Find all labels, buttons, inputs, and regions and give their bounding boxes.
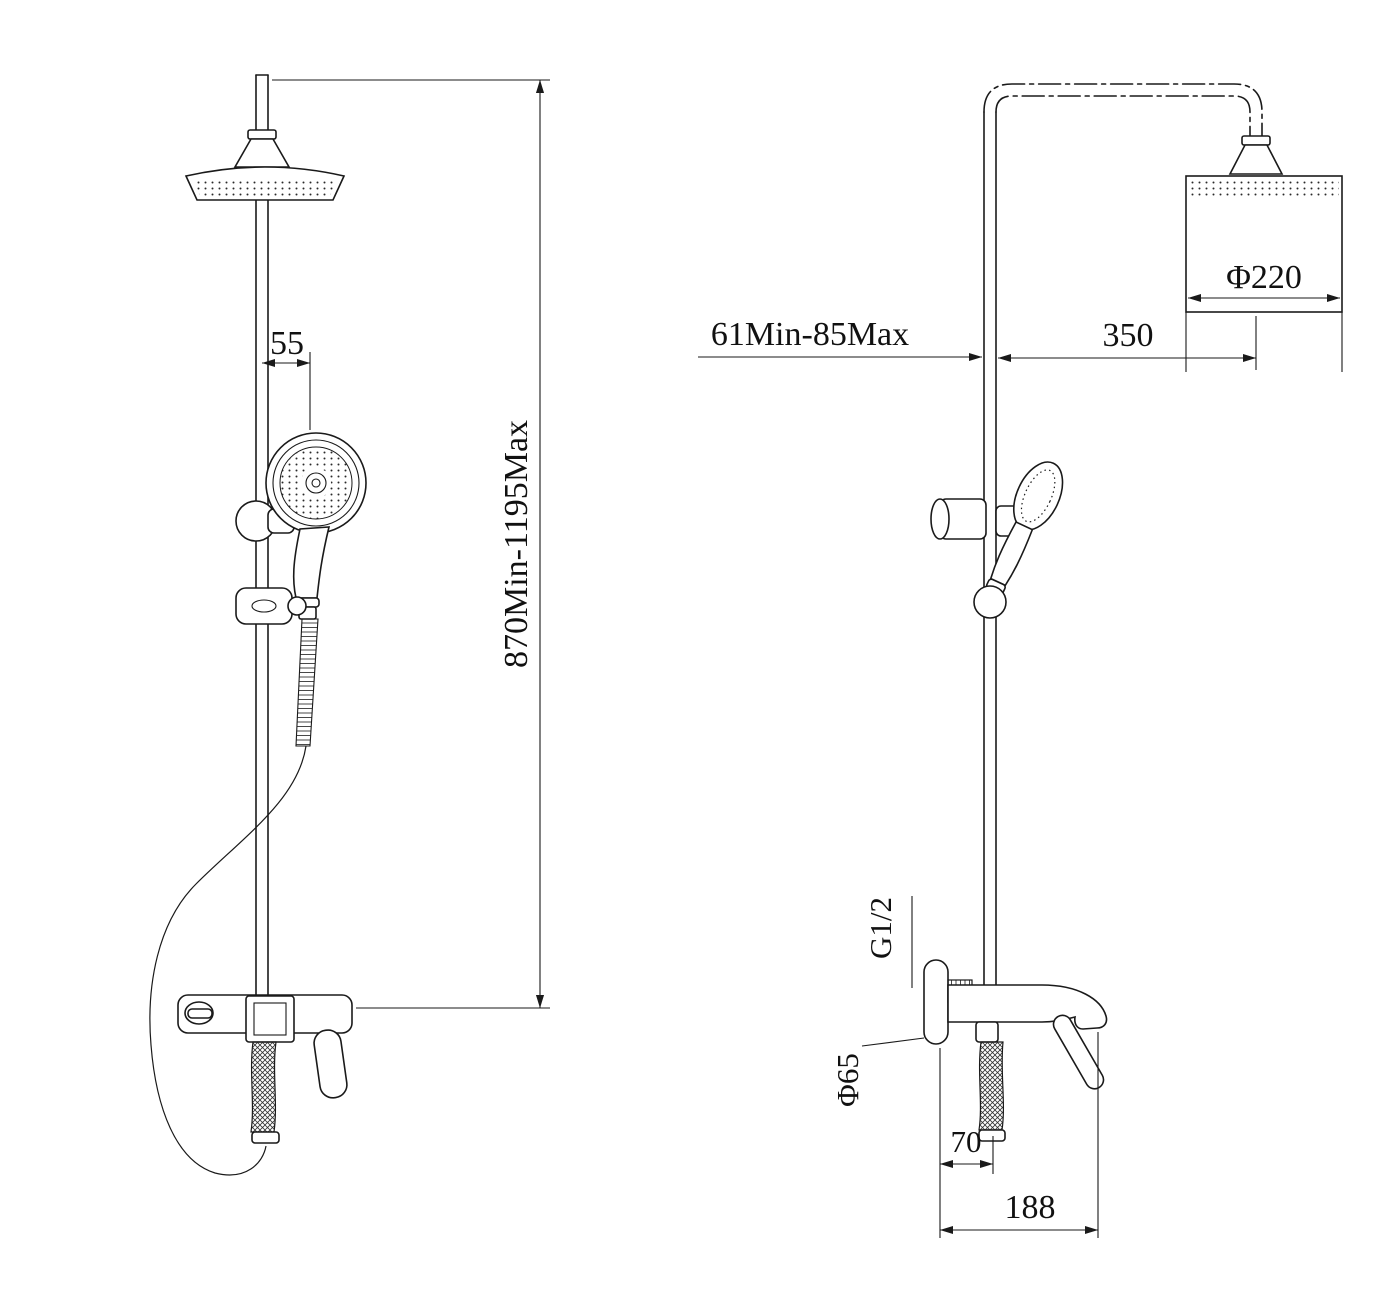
dim-wall-clearance-label: 61Min-85Max — [711, 316, 909, 353]
dim-overall-height-label: 870Min-1195Max — [498, 420, 535, 668]
dim-inlet-thread-label: G1/2 — [863, 897, 898, 959]
dim-head-diameter-label: Φ220 — [1226, 259, 1302, 296]
mixer-side — [923, 959, 1108, 1142]
dim-mixer-length-label: 188 — [1005, 1189, 1056, 1226]
hose-ball-joint — [973, 585, 1007, 619]
front-view: 55 — [149, 74, 550, 1176]
mixer-body-spout-side — [947, 984, 1108, 1030]
mixer-handle-front — [313, 1029, 348, 1099]
dim-hose-offset: 70 — [939, 1048, 994, 1238]
dim-mixer-length: 188 — [939, 1032, 1099, 1238]
dim-arm-reach: 350 — [997, 316, 1257, 370]
hand-shower-hose-ribbed — [295, 618, 319, 747]
inlet-braided-hose-front — [250, 1041, 277, 1133]
dim-overall-height: 870Min-1195Max — [272, 79, 550, 1009]
dim-escutcheon-diameter-label: Φ65 — [830, 1053, 865, 1107]
dim-escutcheon-diameter: Φ65 — [830, 1037, 925, 1107]
dim-hand-shower-offset: 55 — [261, 325, 311, 430]
dim-hand-shower-offset-label: 55 — [270, 325, 304, 362]
mixer-handle-side — [1052, 1014, 1105, 1090]
dim-inlet-thread: G1/2 — [863, 896, 913, 988]
hand-shower-handle-front — [292, 526, 331, 599]
shower-head-connector-front — [233, 129, 291, 168]
side-view: Φ220 61Min-85Max 350 — [698, 83, 1343, 1238]
hand-shower-side — [985, 461, 1064, 595]
dim-wall-clearance: 61Min-85Max — [698, 316, 983, 362]
riser-pipe-side — [983, 111, 997, 986]
rain-shower-head-front — [184, 166, 346, 201]
mixer-front — [177, 994, 353, 1144]
dim-arm-reach-label: 350 — [1103, 317, 1154, 354]
escutcheon-side — [923, 959, 949, 1045]
shower-head-side — [1185, 135, 1343, 313]
shower-arm-side — [983, 83, 1263, 137]
hand-shower-bracket-side — [930, 498, 1019, 540]
dim-hose-offset-label: 70 — [951, 1124, 982, 1159]
hand-shower-front — [265, 432, 367, 620]
inlet-braided-hose-side — [978, 1041, 1005, 1131]
hand-shower-hose-loop — [149, 745, 307, 1176]
dim-head-diameter: Φ220 — [1185, 259, 1343, 372]
slider-clamp-lower-front — [235, 587, 307, 625]
